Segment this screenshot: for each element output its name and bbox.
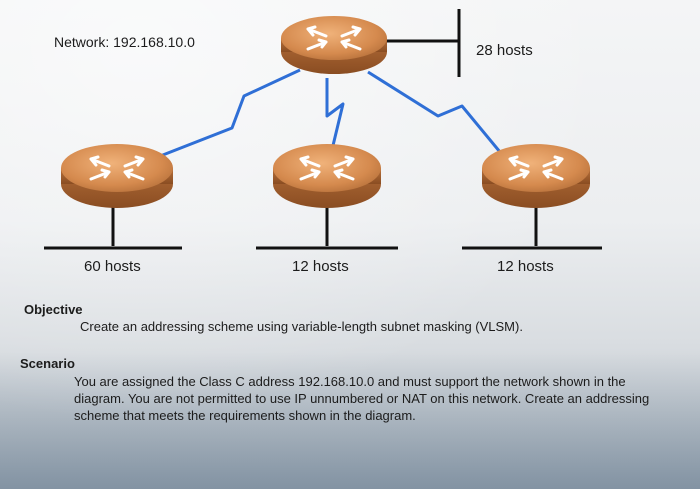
serial-links [149,68,502,162]
serial-link-middle [325,78,345,159]
objective-title: Objective [24,302,83,317]
serial-link-left [149,68,301,162]
hosts-label-right: 12 hosts [497,258,554,275]
objective-text: Create an addressing scheme using variab… [80,319,523,334]
lan-segments [44,9,602,250]
scenario-text: You are assigned the Class C address 192… [74,374,650,423]
hosts-label-left: 60 hosts [84,258,141,275]
serial-link-right [367,70,502,153]
network-label: Network: 192.168.10.0 [54,34,195,50]
hosts-label-top: 28 hosts [476,42,533,59]
hosts-label-middle: 12 hosts [292,258,349,275]
router-middle-icon [273,144,381,208]
router-right-icon [482,144,590,208]
router-top-icon [281,16,387,74]
router-left-icon [61,144,173,208]
scenario-title: Scenario [20,356,75,371]
